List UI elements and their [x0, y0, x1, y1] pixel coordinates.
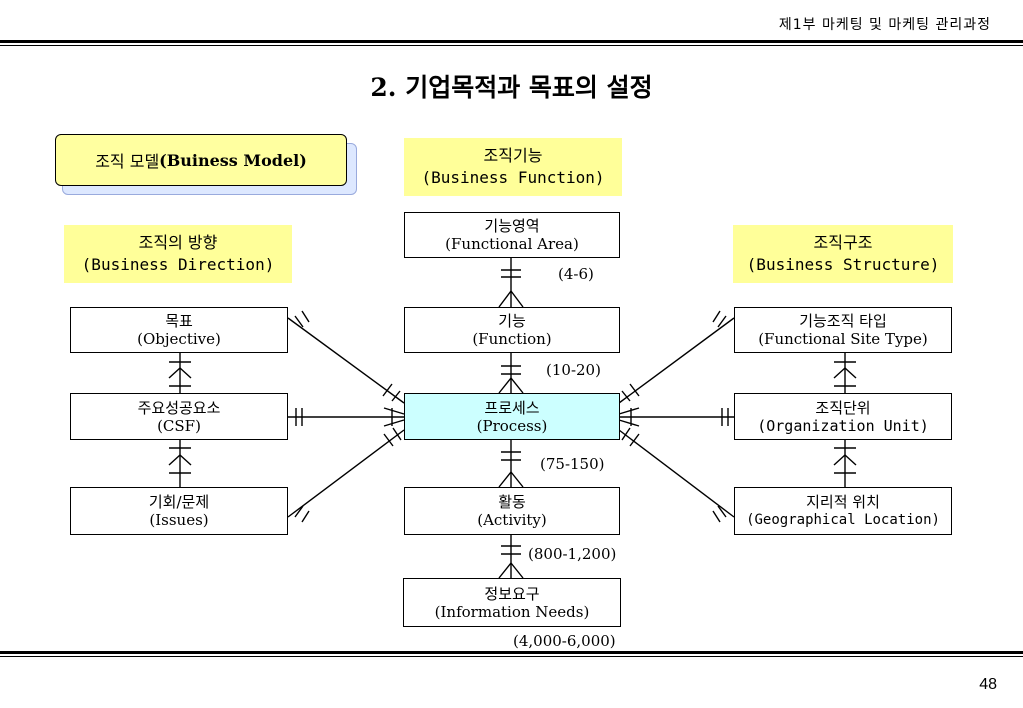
line-sitetype-process	[618, 317, 735, 404]
category-function-ko: 조직기능	[483, 146, 543, 165]
box-csf: 주요성공요소 (CSF)	[70, 393, 288, 440]
box-organization-unit: 조직단위 (Organization Unit)	[734, 393, 952, 440]
model-label-en: (Buiness Model)	[159, 150, 307, 170]
count-area-function: (4-6)	[558, 265, 594, 283]
page-number: 48	[979, 676, 997, 693]
box-function: 기능 (Function)	[404, 307, 620, 353]
line-location-process	[618, 429, 735, 518]
page-title: 2. 기업목적과 목표의 설정	[370, 73, 653, 102]
top-rule-thin	[0, 45, 1023, 46]
line-issues-process	[287, 429, 405, 518]
organization-unit-ko: 조직단위	[815, 398, 871, 417]
objective-en: (Objective)	[137, 330, 221, 348]
information-needs-ko: 정보요구	[484, 584, 540, 603]
box-geographical-location: 지리적 위치 (Geographical Location)	[734, 487, 952, 535]
functional-area-en: (Functional Area)	[445, 235, 579, 253]
count-function-process: (10-20)	[546, 361, 601, 379]
process-en: (Process)	[476, 416, 548, 435]
activity-ko: 활동	[498, 493, 526, 511]
box-process: 프로세스 (Process)	[404, 393, 620, 440]
category-direction-en: (Business Direction)	[81, 255, 275, 274]
category-structure: 조직구조 (Business Structure)	[733, 225, 953, 283]
box-activity: 활동 (Activity)	[404, 487, 620, 535]
count-process-activity: (75-150)	[540, 455, 605, 473]
model-badge: 조직 모델 (Buiness Model)	[55, 134, 347, 186]
csf-en: (CSF)	[157, 416, 201, 435]
category-direction-ko: 조직의 방향	[138, 233, 218, 252]
geographical-location-en: (Geographical Location)	[746, 512, 940, 528]
category-structure-en: (Business Structure)	[746, 255, 940, 274]
count-info-total: (4,000-6,000)	[513, 632, 616, 650]
box-objective: 목표 (Objective)	[70, 307, 288, 353]
box-functional-site-type: 기능조직 타입 (Functional Site Type)	[734, 307, 952, 353]
functional-site-type-en: (Functional Site Type)	[758, 330, 928, 348]
geographical-location-ko: 지리적 위치	[806, 493, 880, 511]
chapter-label: 제1부 마케팅 및 마케팅 관리과정	[778, 17, 991, 33]
organization-unit-en: (Organization Unit)	[757, 416, 929, 435]
line-objective-process	[287, 317, 405, 404]
csf-ko: 주요성공요소	[137, 398, 221, 417]
process-ko: 프로세스	[484, 398, 540, 417]
category-structure-ko: 조직구조	[813, 233, 873, 252]
category-function-en: (Business Function)	[421, 168, 605, 187]
category-function: 조직기능 (Business Function)	[404, 138, 622, 196]
information-needs-en: (Information Needs)	[434, 602, 590, 621]
top-rule-thick	[0, 40, 1023, 43]
box-functional-area: 기능영역 (Functional Area)	[404, 212, 620, 258]
box-information-needs: 정보요구 (Information Needs)	[403, 578, 621, 627]
bottom-rule-thin	[0, 656, 1023, 657]
category-direction: 조직의 방향 (Business Direction)	[64, 225, 292, 283]
activity-en: (Activity)	[477, 511, 547, 529]
issues-ko: 기회/문제	[148, 493, 210, 511]
count-activity-info: (800-1,200)	[528, 545, 617, 563]
function-en: (Function)	[472, 330, 552, 348]
model-label-ko: 조직 모델	[95, 152, 160, 171]
bottom-rule-thick	[0, 651, 1023, 654]
functional-site-type-ko: 기능조직 타입	[799, 312, 887, 330]
functional-area-ko: 기능영역	[484, 217, 540, 235]
objective-ko: 목표	[165, 312, 193, 330]
function-ko: 기능	[498, 312, 526, 330]
box-issues: 기회/문제 (Issues)	[70, 487, 288, 535]
issues-en: (Issues)	[149, 511, 209, 529]
